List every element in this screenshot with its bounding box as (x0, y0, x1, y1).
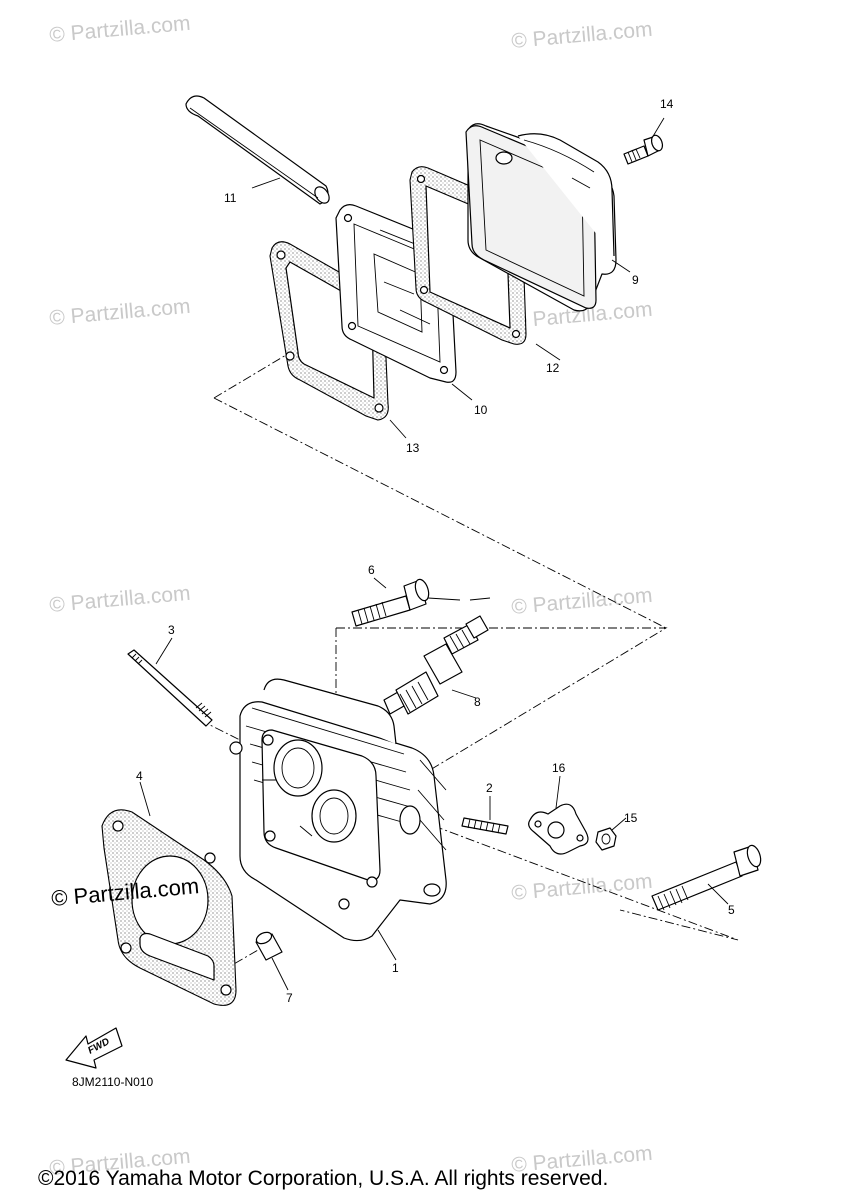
callout-14: 14 (660, 97, 674, 111)
callout-1: 1 (392, 961, 399, 975)
part-14-bolt (623, 134, 664, 165)
part-9-valve-cover (465, 123, 617, 312)
callout-5: 5 (728, 903, 735, 917)
leader-line (373, 577, 387, 589)
callout-6: 6 (368, 563, 375, 577)
callout-10: 10 (474, 403, 488, 417)
leader-line (155, 637, 173, 665)
leader-line (451, 689, 477, 699)
part-15-nut (595, 827, 617, 851)
watermark-text: © Partzilla.com (510, 18, 653, 53)
assembly-guide-line (417, 819, 739, 941)
watermark-text: © Partzilla.com (510, 870, 653, 905)
part-1-cylinder-head (229, 678, 447, 942)
leader-line (451, 383, 473, 401)
assembly-guide-line (336, 627, 668, 771)
callout-13: 13 (406, 441, 420, 455)
diagram-code: 8JM2110-N010 (72, 1075, 153, 1089)
watermark-text: © Partzilla.com (510, 584, 653, 619)
watermark-text: © Partzilla.com (48, 295, 191, 330)
part-5-bolt (651, 844, 762, 911)
leader-line (651, 117, 665, 139)
leader-line (377, 929, 397, 961)
assembly-guide-line (213, 397, 667, 629)
callout-15: 15 (624, 811, 638, 825)
callout-16: 16 (552, 761, 566, 775)
callout-3: 3 (168, 623, 175, 637)
leader-line (535, 343, 561, 361)
part-6-bolt (351, 578, 491, 627)
fwd-arrow-icon: FWD (65, 1027, 123, 1069)
part-2-stud (461, 817, 509, 835)
leader-line (251, 177, 281, 189)
leader-line (611, 259, 631, 273)
copyright-text: ©2016 Yamaha Motor Corporation, U.S.A. A… (38, 1167, 608, 1190)
callout-12: 12 (546, 361, 560, 375)
callout-7: 7 (286, 991, 293, 1005)
part-16-plate (528, 803, 589, 855)
leader-line (389, 419, 407, 439)
callout-8: 8 (474, 695, 481, 709)
callout-9: 9 (632, 273, 639, 287)
callout-11: 11 (224, 191, 237, 205)
callout-2: 2 (486, 781, 493, 795)
part-7-dowel-pin (255, 931, 283, 961)
part-4-head-gasket (101, 809, 237, 1006)
part-8-spark-plug (383, 615, 489, 715)
watermark-text: © Partzilla.com (48, 582, 191, 617)
leader-line (139, 781, 151, 817)
leader-line (271, 957, 289, 991)
part-3-stud (127, 649, 213, 727)
callout-4: 4 (136, 769, 143, 783)
part-11-breather-hose (185, 95, 330, 205)
leader-line (707, 883, 729, 905)
watermark-text: © Partzilla.com (48, 12, 191, 47)
leader-line (555, 775, 561, 809)
leader-line (611, 817, 627, 831)
